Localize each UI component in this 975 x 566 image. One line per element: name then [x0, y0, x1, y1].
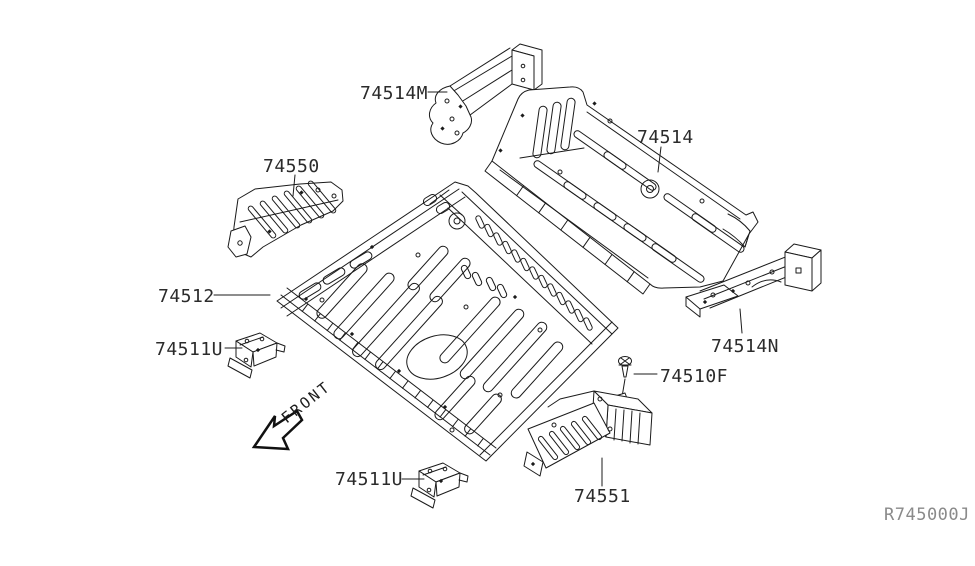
rib-slots — [533, 130, 745, 283]
floor-ribs — [316, 245, 564, 435]
front-direction-arrow — [251, 409, 304, 451]
part-label-74514[interactable]: 74514 — [637, 127, 694, 148]
grommet-hole — [448, 212, 466, 230]
part-74514M-drawing — [428, 43, 543, 145]
part-label-74511U-bottom[interactable]: 74511U — [335, 469, 404, 490]
part-74550-drawing — [227, 180, 344, 258]
part-label-74550[interactable]: 74550 — [263, 156, 320, 177]
diagram-ref-code: R745000J — [884, 505, 970, 525]
hump-slots — [532, 97, 576, 159]
leader-lines — [213, 91, 743, 487]
part-label-74514M[interactable]: 74514M — [360, 83, 429, 104]
part-label-74512[interactable]: 74512 — [158, 286, 215, 307]
part-74511U-bottom-drawing — [410, 462, 469, 509]
sill-hatch — [301, 303, 484, 447]
part-74514-drawing — [484, 86, 759, 295]
part-74510F-drawing — [618, 356, 632, 398]
part-label-74514N[interactable]: 74514N — [711, 336, 780, 357]
part-74511U-left-drawing — [227, 332, 286, 379]
rib-slots — [247, 180, 337, 239]
rib-slots — [537, 415, 603, 461]
part-74514N-drawing — [685, 243, 822, 318]
part-74512-drawing — [276, 181, 619, 462]
edge-slot-band — [475, 215, 593, 331]
spare-well-opening — [406, 334, 468, 380]
part-label-74511U-left[interactable]: 74511U — [155, 339, 224, 360]
center-small-slots — [422, 193, 508, 299]
part-label-74510F[interactable]: 74510F — [660, 366, 729, 387]
part-label-74551[interactable]: 74551 — [574, 486, 631, 507]
part-74551-drawing — [523, 390, 653, 477]
grommet-hole — [640, 179, 660, 199]
